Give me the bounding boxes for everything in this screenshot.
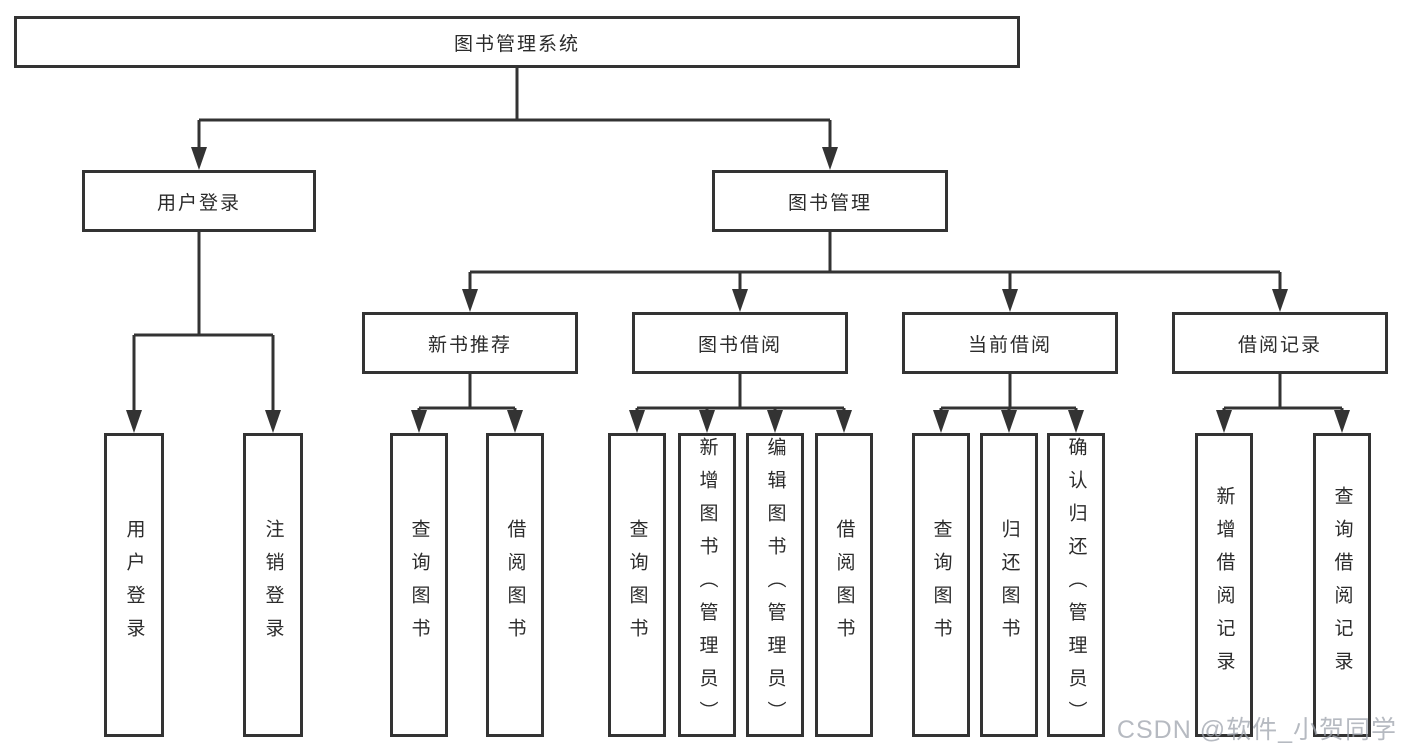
leaf-add-book-admin: 新增图书（管理员）	[678, 433, 736, 737]
node-current-borrowing: 当前借阅	[902, 312, 1118, 374]
arrowhead-icon	[629, 410, 645, 433]
arrowhead-icon	[462, 289, 478, 312]
arrowhead-icon	[767, 410, 783, 433]
arrowhead-icon	[1002, 289, 1018, 312]
arrowhead-icon	[1216, 410, 1232, 433]
arrowhead-icon	[507, 410, 523, 433]
node-book-borrowing: 图书借阅	[632, 312, 848, 374]
node-new-book-recommend: 新书推荐	[362, 312, 578, 374]
node-label: 用户登录	[123, 519, 145, 651]
node-label: 借阅记录	[1237, 334, 1322, 356]
node-label: 确认归还（管理员）	[1065, 436, 1087, 734]
node-label: 当前借阅	[967, 334, 1052, 356]
leaf-return-books: 归还图书	[980, 433, 1038, 737]
arrowhead-icon	[411, 410, 427, 433]
node-label: 图书管理系统	[453, 33, 580, 55]
node-label: 新增图书（管理员）	[696, 436, 718, 734]
node-label: 图书管理	[787, 192, 872, 214]
arrowhead-icon	[1272, 289, 1288, 312]
leaf-query-books-2: 查询图书	[608, 433, 666, 737]
arrowhead-icon	[836, 410, 852, 433]
node-label: 新书推荐	[427, 334, 512, 356]
arrowhead-icon	[1068, 410, 1084, 433]
arrowhead-icon	[732, 289, 748, 312]
node-borrowing-records: 借阅记录	[1172, 312, 1388, 374]
node-root: 图书管理系统	[14, 16, 1020, 68]
leaf-query-borrow-record: 查询借阅记录	[1313, 433, 1371, 737]
leaf-user-login: 用户登录	[104, 433, 164, 737]
node-label: 用户登录	[156, 192, 241, 214]
arrowhead-icon	[191, 147, 207, 170]
leaf-add-borrow-record: 新增借阅记录	[1195, 433, 1253, 737]
arrowhead-icon	[699, 410, 715, 433]
node-label: 借阅图书	[833, 519, 855, 651]
node-label: 查询图书	[930, 519, 952, 651]
node-label: 借阅图书	[504, 519, 526, 651]
leaf-borrow-books-2: 借阅图书	[815, 433, 873, 737]
node-label: 编辑图书（管理员）	[764, 436, 786, 734]
node-label: 图书借阅	[697, 334, 782, 356]
arrowhead-icon	[1334, 410, 1350, 433]
node-book-management: 图书管理	[712, 170, 948, 232]
leaf-logout: 注销登录	[243, 433, 303, 737]
csdn-watermark: CSDN @软件_小贺同学	[1116, 716, 1397, 744]
node-label: 查询借阅记录	[1331, 486, 1353, 684]
leaf-borrow-books-1: 借阅图书	[486, 433, 544, 737]
leaf-query-books-3: 查询图书	[912, 433, 970, 737]
node-user-login: 用户登录	[82, 170, 316, 232]
leaf-edit-book-admin: 编辑图书（管理员）	[746, 433, 804, 737]
node-label: 查询图书	[626, 519, 648, 651]
node-label: 归还图书	[998, 519, 1020, 651]
leaf-confirm-return-admin: 确认归还（管理员）	[1047, 433, 1105, 737]
leaf-query-books-1: 查询图书	[390, 433, 448, 737]
arrowhead-icon	[126, 410, 142, 433]
arrowhead-icon	[822, 147, 838, 170]
arrowhead-icon	[933, 410, 949, 433]
node-label: 新增借阅记录	[1213, 486, 1235, 684]
node-label: 注销登录	[262, 519, 284, 651]
arrowhead-icon	[265, 410, 281, 433]
arrowhead-icon	[1001, 410, 1017, 433]
node-label: 查询图书	[408, 519, 430, 651]
